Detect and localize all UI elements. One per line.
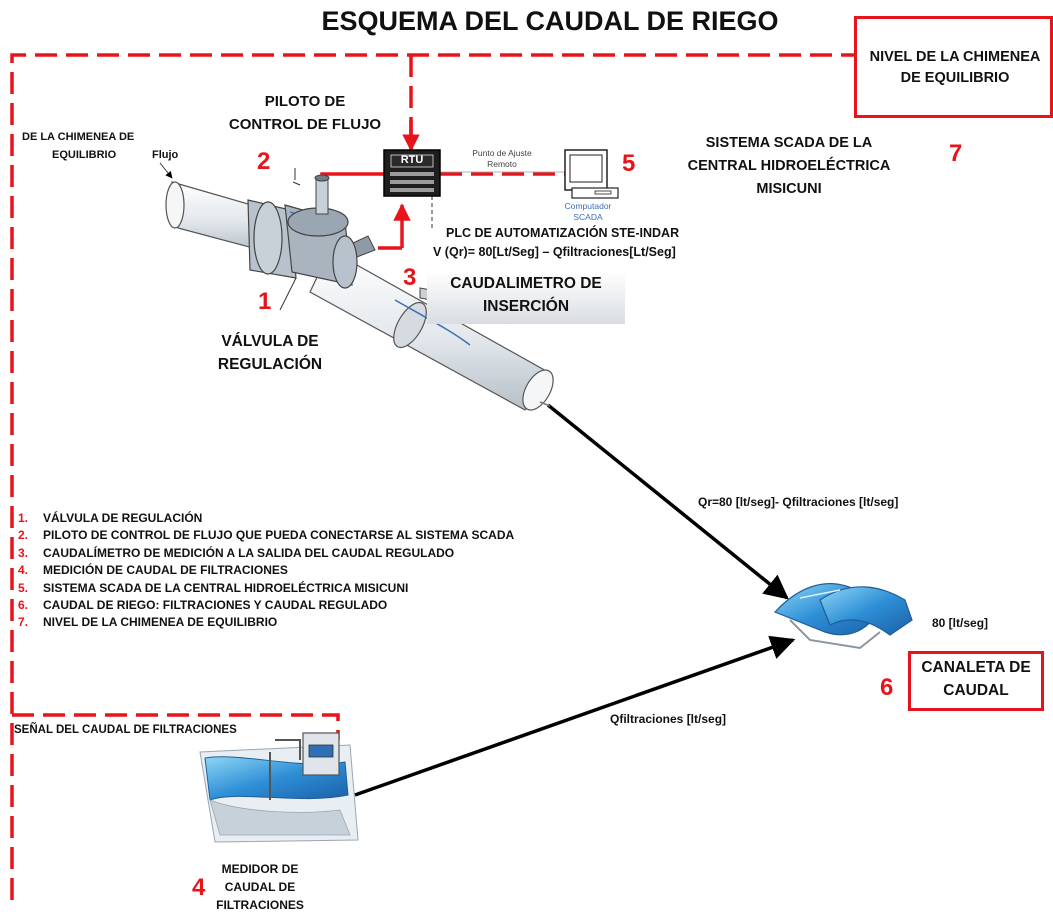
number-3: 3 (403, 264, 417, 291)
legend-text: PILOTO DE CONTROL DE FLUJO QUE PUEDA CON… (43, 528, 515, 543)
de-chimenea-line1: DE LA CHIMENEA DE (22, 131, 135, 143)
qfilt-flow-arrow (354, 635, 796, 797)
de-chimenea-line2: EQUILIBRIO (52, 149, 117, 161)
legend-number: 5. (18, 580, 29, 595)
valvula-label-line1: VÁLVULA DE (221, 333, 319, 350)
qr-flow-label: Qr=80 [lt/seg]- Qfiltraciones [lt/seg] (698, 495, 899, 509)
legend-item: 1. VÁLVULA DE REGULACIÓN (18, 510, 514, 527)
chimenea-level-box: NIVEL DE LA CHIMENEA DE EQUILIBRIO (854, 16, 1053, 118)
flujo-arrow (159, 162, 173, 179)
computador-label-line2: SCADA (573, 212, 603, 222)
number-5: 5 (622, 150, 636, 177)
qfilt-flow-label: Qfiltraciones [lt/seg] (610, 712, 727, 726)
number-2: 2 (257, 148, 271, 175)
number-6: 6 (880, 674, 894, 701)
legend-item: 5. SISTEMA SCADA DE LA CENTRAL HIDROELÉCT… (18, 580, 514, 597)
legend-text: SISTEMA SCADA DE LA CENTRAL HIDROELÉCTRI… (43, 580, 409, 595)
medidor-filtraciones (199, 732, 359, 843)
scada-label-line2: CENTRAL HIDROELÉCTRICA (687, 158, 891, 174)
medidor-label-line3: FILTRACIONES (216, 898, 304, 912)
piloto-symbol (292, 168, 301, 186)
valvula-label-line2: REGULACIÓN (217, 356, 323, 373)
plc-label: PLC DE AUTOMATIZACIÓN STE-INDAR (446, 226, 680, 240)
caudalimetro-label-line2: INSERCIÓN (482, 298, 570, 315)
legend-item: 4. MEDICIÓN DE CAUDAL DE FILTRACIONES (18, 562, 514, 579)
scada-label-line3: MISICUNI (756, 181, 822, 197)
caudalimetro-label-line1: CAUDALIMETRO DE (450, 275, 602, 292)
flujo-label: Flujo (152, 149, 179, 161)
number-7: 7 (949, 140, 963, 167)
valvula-pointer (279, 277, 297, 311)
senal-label: SEÑAL DEL CAUDAL DE FILTRACIONES (14, 724, 237, 736)
medidor-label-line2: CAUDAL DE (224, 880, 296, 894)
punto-ajuste-line2: Remoto (487, 159, 517, 169)
legend-text: CAUDAL DE RIEGO: FILTRACIONES Y CAUDAL R… (43, 598, 388, 613)
pipe-assembly (165, 174, 554, 411)
legend-number: 2. (18, 528, 29, 543)
qr-flow-arrow (546, 403, 789, 600)
chimenea-level-line1: NIVEL DE LA CHIMENEA (869, 49, 1041, 65)
legend-text: NIVEL DE LA CHIMENEA DE EQUILIBRIO (43, 615, 278, 630)
legend-text: VÁLVULA DE REGULACIÓN (43, 511, 203, 525)
canaleta-box: CANALETA DE CAUDAL (908, 651, 1044, 711)
piloto-label-line1: PILOTO DE (264, 93, 346, 110)
computador-label-line1: Computador (564, 201, 612, 211)
chimenea-level-line2: DE EQUILIBRIO (900, 70, 1010, 86)
legend-item: 3. CAUDALÍMETRO DE MEDICIÓN A LA SALIDA D… (18, 545, 514, 562)
number-1: 1 (258, 288, 272, 315)
legend-number: 7. (18, 615, 29, 630)
legend-number: 6. (18, 598, 29, 613)
number-4: 4 (192, 874, 206, 901)
legend-item: 7. NIVEL DE LA CHIMENEA DE EQUILIBRIO (18, 614, 514, 631)
legend-number: 3. (18, 545, 29, 560)
legend-list: 1. VÁLVULA DE REGULACIÓN 2. PILOTO DE CONT… (18, 510, 514, 632)
canaleta-channel (773, 583, 913, 650)
punto-ajuste-line1: Punto de Ajuste (472, 148, 532, 158)
gray-arrow-to-pipe (539, 401, 551, 407)
eighty-label: 80 [lt/seg] (932, 616, 989, 630)
rtu-label: RTU (400, 154, 424, 166)
legend-item: 2. PILOTO DE CONTROL DE FLUJO QUE PUEDA C… (18, 527, 514, 544)
diagram-title: ESQUEMA DEL CAUDAL DE RIEGO (321, 6, 779, 36)
rtu-unit (383, 149, 441, 197)
canaleta-label-line1: CANALETA DE (921, 659, 1031, 676)
legend-number: 4. (18, 563, 29, 578)
scada-label-line1: SISTEMA SCADA DE LA (705, 135, 873, 151)
legend-number: 1. (18, 511, 29, 525)
legend-item: 6. CAUDAL DE RIEGO: FILTRACIONES Y CAUDAL… (18, 597, 514, 614)
legend-text: MEDICIÓN DE CAUDAL DE FILTRACIONES (43, 563, 288, 578)
canaleta-label-line2: CAUDAL (943, 682, 1009, 699)
computer-scada-icon (564, 149, 619, 199)
legend-text: CAUDALÍMETRO DE MEDICIÓN A LA SALIDA DEL… (43, 545, 455, 560)
caudalimetro-label-backdrop (427, 272, 625, 324)
medidor-label-line1: MEDIDOR DE (221, 862, 299, 876)
formula-label: V (Qr)= 80[Lt/Seg] – Qfiltraciones[Lt/Se… (433, 245, 676, 259)
piloto-label-line2: CONTROL DE FLUJO (228, 116, 382, 133)
